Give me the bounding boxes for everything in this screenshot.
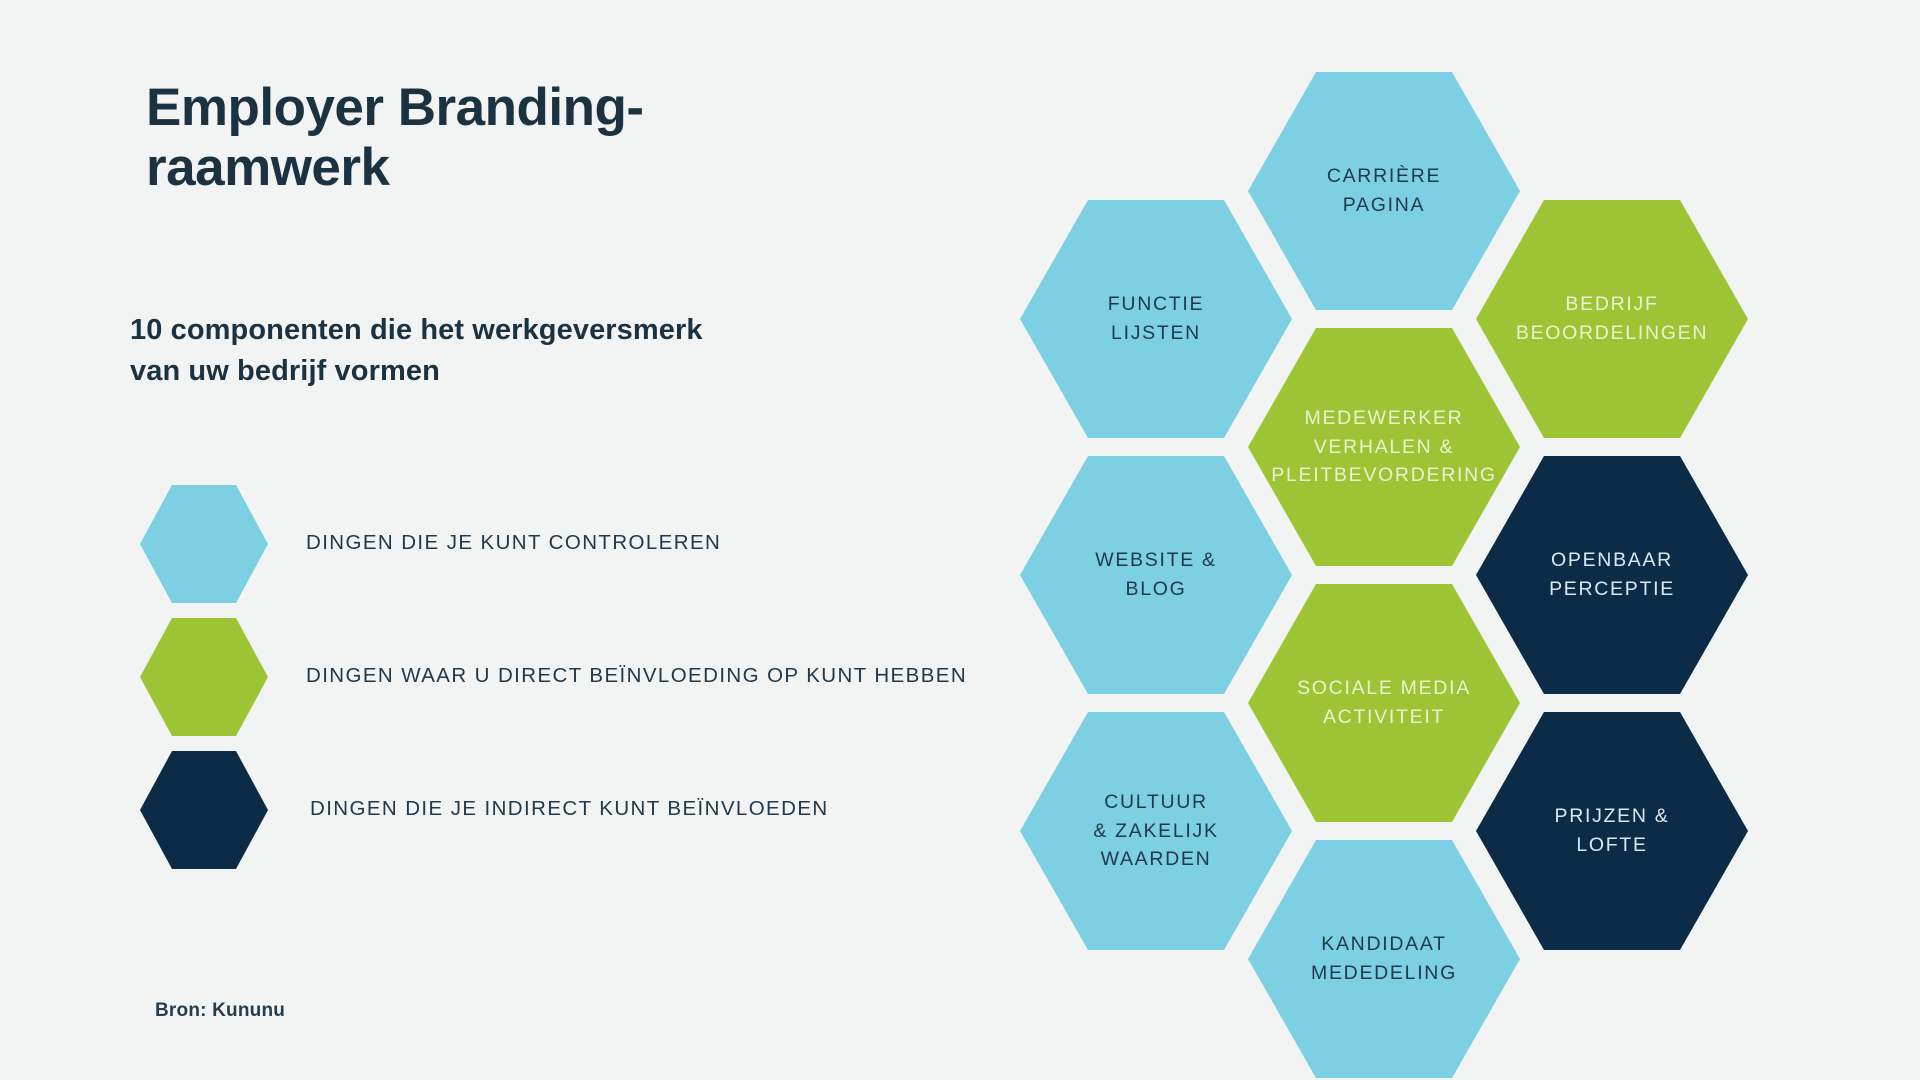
source-credit: Bron: Kununu [155, 1000, 286, 1021]
page-title-line1: Employer Branding- [146, 78, 644, 137]
legend: DINGEN DIE JE KUNT CONTROLEREN DINGEN WA… [140, 485, 1040, 884]
left-panel: Employer Branding- raamwerk 10 component… [130, 78, 1040, 1021]
legend-swatch-hexagon-navy [140, 751, 268, 869]
legend-item-label: DINGEN DIE JE KUNT CONTROLEREN [306, 531, 722, 554]
hexagon-label: WEBSITE &BLOG [1095, 549, 1217, 600]
page-subtitle: 10 componenten die het werkgeversmerk va… [130, 310, 980, 392]
legend-item-indirect-influence: DINGEN DIE JE INDIRECT KUNT BEÏNVLOEDEN [140, 751, 1040, 884]
legend-item-direct-influence: DINGEN WAAR U DIRECT BEÏNVLOEDING OP KUN… [140, 618, 1040, 751]
legend-item-label: DINGEN WAAR U DIRECT BEÏNVLOEDING OP KUN… [306, 664, 968, 687]
legend-item-label: DINGEN DIE JE INDIRECT KUNT BEÏNVLOEDEN [310, 797, 829, 820]
page-title-line2: raamwerk [146, 137, 390, 197]
hexagon-website-blog: WEBSITE &BLOG [1020, 456, 1292, 694]
hexagon-prijzen-lofte: PRIJZEN &LOFTE [1476, 712, 1748, 950]
legend-item-controllable: DINGEN DIE JE KUNT CONTROLEREN [140, 485, 1040, 618]
hexagon-label: PRIJZEN &LOFTE [1554, 805, 1670, 856]
page-subtitle-line2: van uw bedrijf vormen [130, 355, 440, 388]
page-subtitle-line1: 10 componenten die het werkgeversmerk [130, 314, 703, 346]
page-title: Employer Branding- raamwerk [146, 78, 906, 198]
legend-swatch-hexagon-green [140, 618, 268, 736]
legend-swatch-hexagon-light-blue [140, 485, 268, 603]
